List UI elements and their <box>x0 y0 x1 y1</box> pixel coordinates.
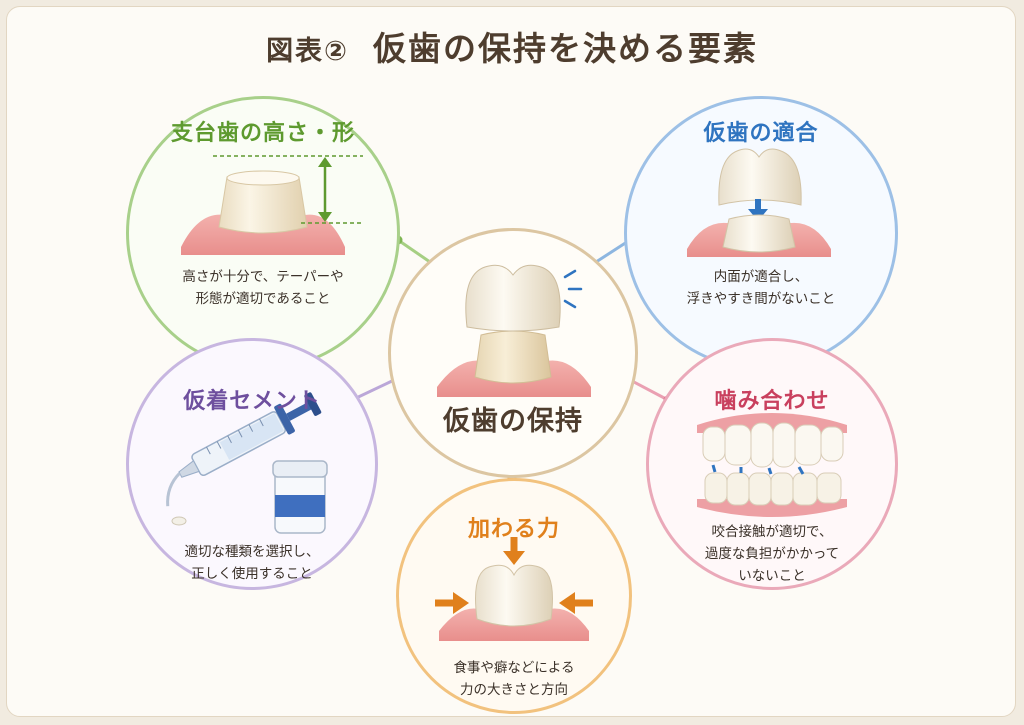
abutment-tooth <box>722 214 796 253</box>
factor-desc-force: 食事や癖などによる 力の大きさと方向 <box>399 657 629 701</box>
fit-illustration <box>687 148 831 257</box>
figure-title: 図表② 仮歯の保持を決める要素 <box>0 22 1024 70</box>
center-circle: 仮歯の保持 <box>388 228 638 478</box>
connector-top-left <box>397 238 431 264</box>
snap-lines-icon <box>563 269 583 309</box>
factor-desc-fit: 内面が適合し、 浮きやすき間がないこと <box>627 266 895 310</box>
lower-teeth <box>704 472 842 506</box>
factor-desc-occlusion: 咬合接触が適切で、 過度な負担がかかって いないこと <box>649 521 895 587</box>
figure-number: 図表② <box>266 36 349 67</box>
factor-desc-cement: 適切な種類を選択し、 正しく使用すること <box>129 541 375 585</box>
crown-tooth <box>475 564 553 627</box>
force-arrow-right-head <box>453 592 469 614</box>
desc-line: 浮きやすき間がないこと <box>686 291 836 307</box>
upper-teeth <box>702 422 844 468</box>
force-arrow-down-head <box>503 551 525 565</box>
factor-title-abutment: 支台歯の高さ・形 <box>170 121 355 146</box>
desc-line: 正しく使用すること <box>191 566 313 582</box>
center-title: 仮歯の保持 <box>443 406 583 437</box>
desc-line: 内面が適合し、 <box>713 269 809 285</box>
desc-line: 高さが十分で、テーパーや <box>182 269 344 285</box>
height-arrow-up <box>318 157 332 167</box>
abutment-illustration <box>181 155 363 255</box>
force-illustration <box>435 537 593 641</box>
desc-line: 食事や癖などによる <box>453 660 575 676</box>
factor-circle-cement: 仮着セメント 適切な種類を選択し、 正しく使用すること <box>126 338 378 590</box>
height-arrow-down <box>318 212 332 222</box>
cement-illustration <box>166 392 328 534</box>
contact-marks <box>711 464 805 475</box>
factor-desc-abutment: 高さが十分で、テーパーや 形態が適切であること <box>129 266 397 310</box>
desc-line: 形態が適切であること <box>195 291 331 307</box>
factor-title-cement: 仮着セメント <box>183 389 321 414</box>
cement-jar-lid <box>272 460 328 478</box>
desc-line: 過度な負担がかかって <box>704 546 840 562</box>
factor-circle-fit: 仮歯の適合 内面が適合し、 浮きやすき間がないこと <box>624 96 898 370</box>
factor-title-force: 加わる力 <box>467 517 560 542</box>
crown-tooth <box>465 264 561 332</box>
abutment-top <box>226 170 300 186</box>
cement-drop <box>171 516 187 526</box>
factor-title-fit: 仮歯の適合 <box>703 121 819 146</box>
abutment-tooth <box>474 330 552 384</box>
figure-main-title: 仮歯の保持を決める要素 <box>372 29 758 68</box>
desc-line: いないこと <box>738 568 806 584</box>
connector-right <box>631 379 669 402</box>
desc-line: 適切な種類を選択し、 <box>184 544 320 560</box>
factor-circle-occlusion: 噛み合わせ 咬合接触が適切で、 過度な負担がかかって いないこと <box>646 338 898 590</box>
occlusion-illustration <box>697 413 847 517</box>
factor-title-occlusion: 噛み合わせ <box>714 389 830 414</box>
factor-circle-abutment: 支台歯の高さ・形 高さが十分で、テーパーや 形態が適切であること <box>126 96 400 370</box>
cement-jar-label <box>275 495 325 517</box>
desc-line: 力の大きさと方向 <box>460 682 568 698</box>
syringe-icon <box>166 392 322 507</box>
center-tooth-illustration <box>437 264 591 397</box>
desc-line: 咬合接触が適切で、 <box>711 524 833 540</box>
crown-piece <box>718 148 802 206</box>
force-arrow-left-head <box>559 592 575 614</box>
factor-circle-force: 加わる力 食事や癖などによる 力の大きさと方向 <box>396 478 632 714</box>
